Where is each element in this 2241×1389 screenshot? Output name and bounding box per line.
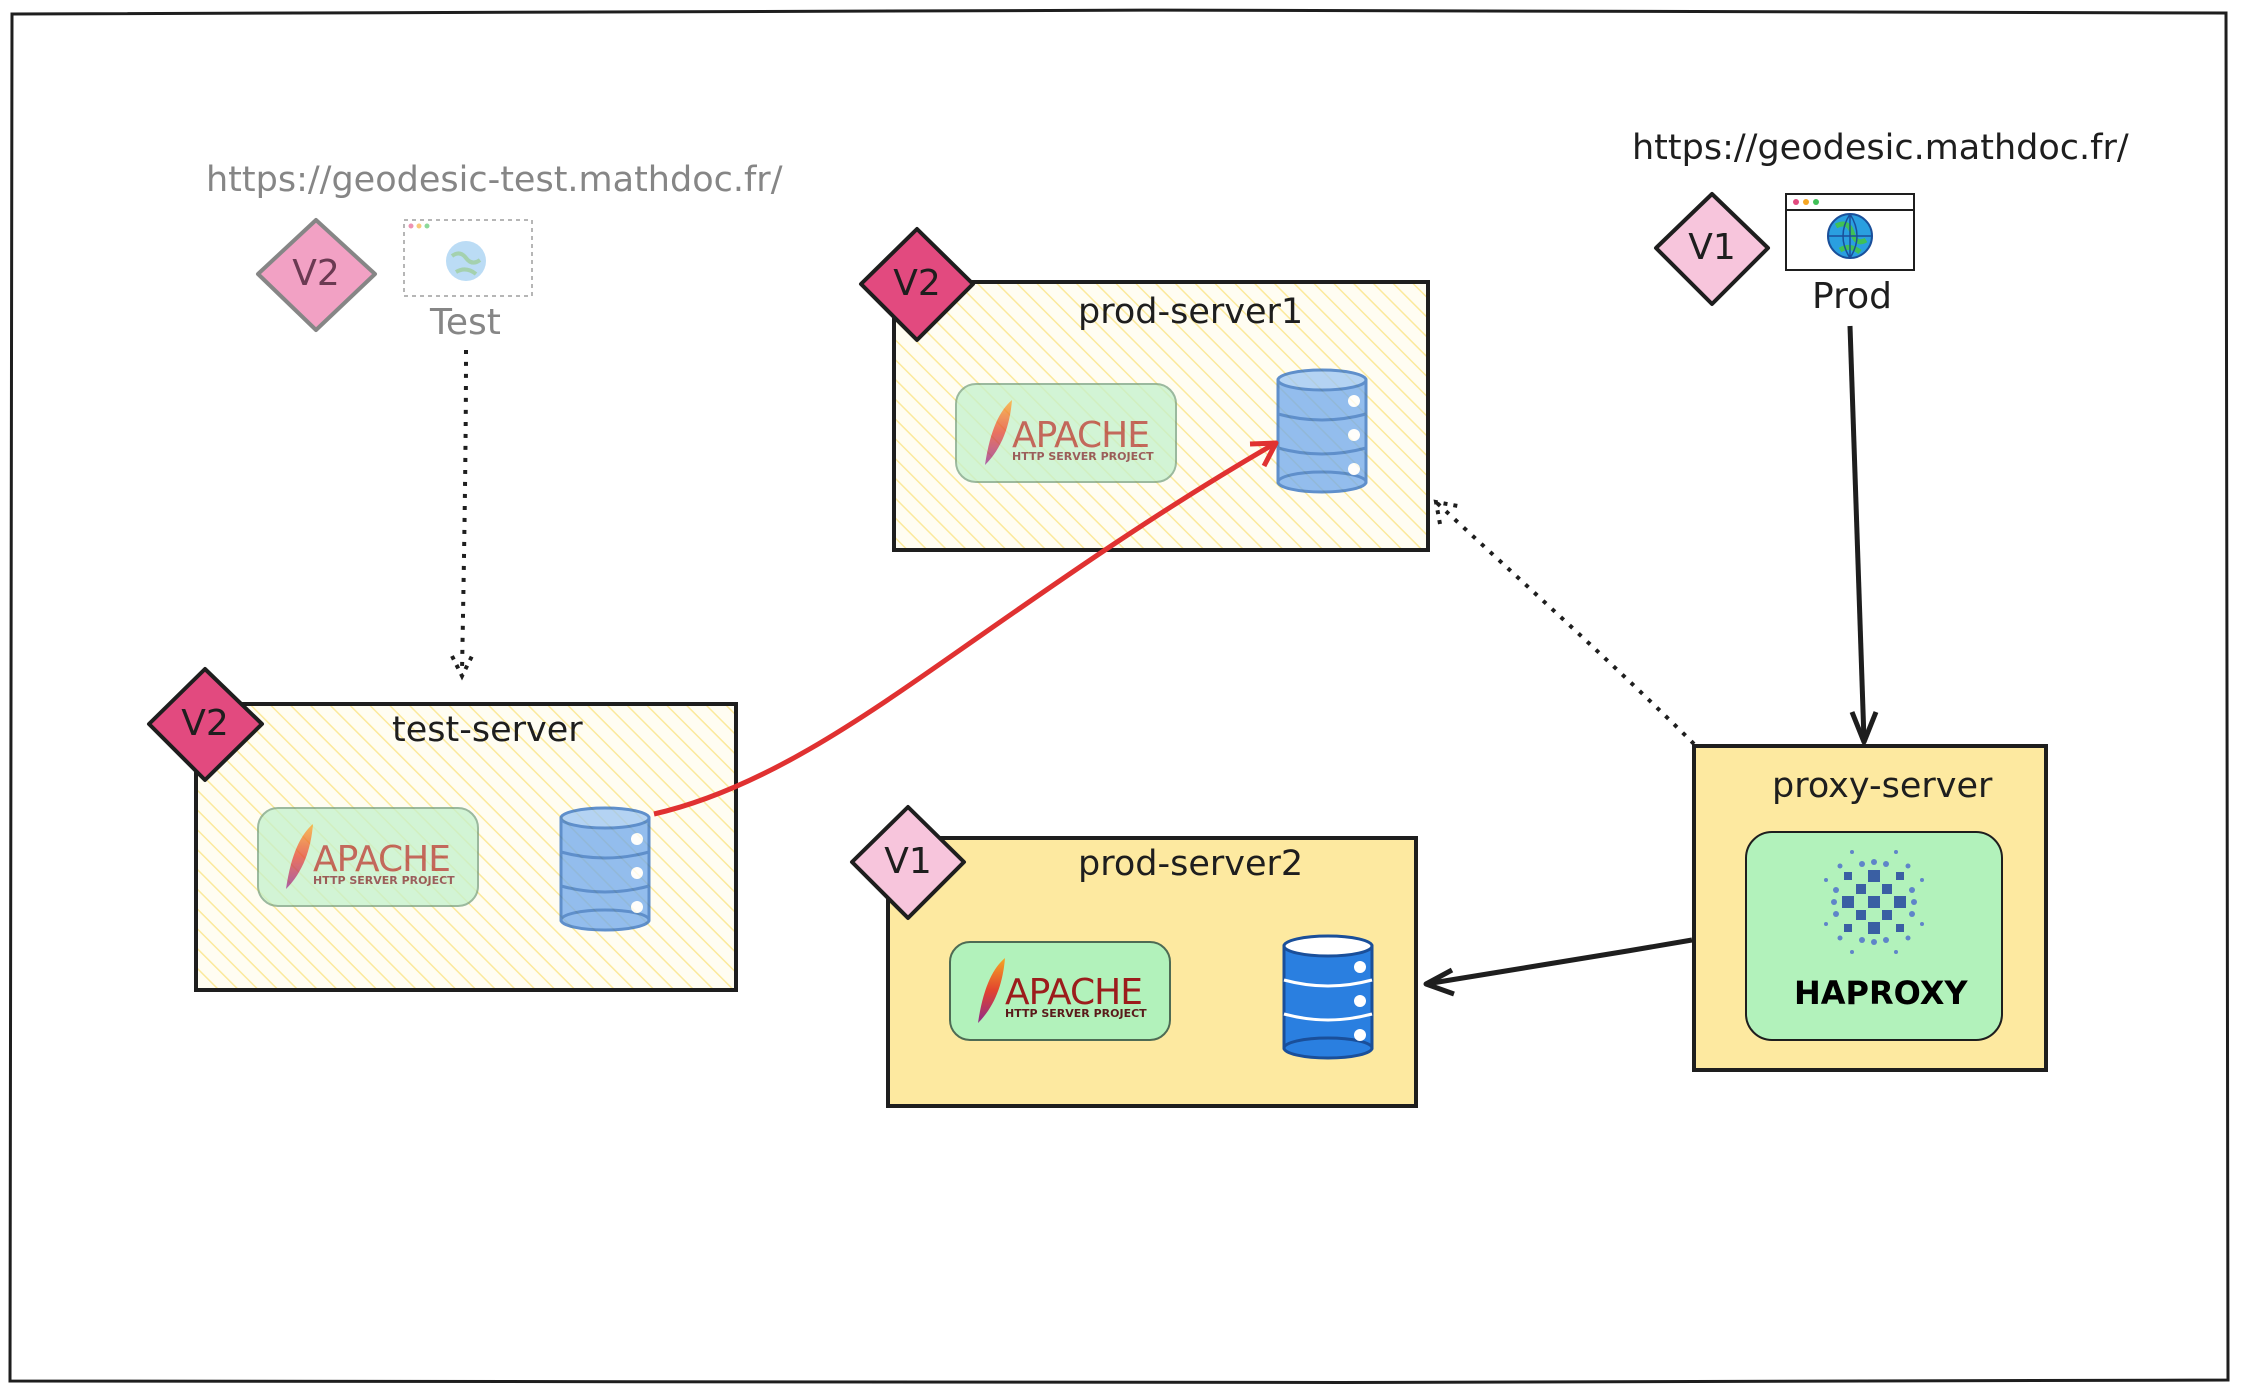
- proxy-server-title: proxy-server: [1772, 766, 1993, 806]
- arrow-prod-url-to-proxy: [1847, 325, 1879, 745]
- apache-logo-word: APACHE: [1012, 415, 1149, 456]
- apache-logo-subtitle: HTTP SERVER PROJECT: [1012, 450, 1154, 463]
- prod-server2-title: prod-server2: [1078, 844, 1304, 884]
- outer-frame: [8, 8, 2230, 1385]
- version-badge-prod-url-label: V1: [1688, 227, 1736, 268]
- test-server-title: test-server: [392, 710, 583, 750]
- globe-icon: [1827, 213, 1873, 259]
- database-icon: [559, 806, 651, 932]
- database-icon: [1276, 368, 1368, 494]
- haproxy-logo-word: HAPROXY: [1794, 974, 1968, 1012]
- browser-window-icon: [403, 219, 533, 297]
- version-badge-prod-server2-label: V1: [884, 841, 932, 882]
- browser-window-icon: [1785, 193, 1915, 271]
- test-caption: Test: [430, 302, 501, 343]
- version-badge-prod-server2: [850, 805, 966, 920]
- database-icon: [1282, 934, 1374, 1060]
- version-badge-prod-server1-label: V2: [893, 263, 941, 304]
- prod-url[interactable]: https://geodesic.mathdoc.fr/: [1632, 128, 2129, 168]
- version-badge-test-url-label: V2: [292, 253, 340, 294]
- arrow-proxy-to-prod-server2: [1423, 937, 1693, 997]
- version-badge-prod-url: [1654, 192, 1770, 306]
- version-badge-test-server-label: V2: [181, 703, 229, 744]
- prod-server1-title: prod-server1: [1078, 292, 1304, 332]
- apache-logo-subtitle: HTTP SERVER PROJECT: [313, 874, 455, 887]
- arrow-test-url-to-test-server: [450, 349, 474, 681]
- version-badge-test-url: [256, 218, 377, 332]
- prod-caption: Prod: [1812, 276, 1892, 317]
- apache-logo-subtitle: HTTP SERVER PROJECT: [1005, 1007, 1147, 1020]
- apache-logo: APACHE HTTP SERVER PROJECT: [955, 383, 1177, 483]
- version-badge-prod-server1: [859, 227, 975, 342]
- arrow-proxy-to-prod-server1: [1433, 499, 1696, 746]
- test-url[interactable]: https://geodesic-test.mathdoc.fr/: [206, 160, 783, 200]
- haproxy-logo: HAPROXY: [1745, 831, 2003, 1041]
- arrow-test-db-to-prod-db: [653, 440, 1279, 817]
- apache-logo: APACHE HTTP SERVER PROJECT: [257, 807, 479, 907]
- apache-logo-word: APACHE: [1005, 972, 1142, 1013]
- version-badge-test-server: [147, 667, 264, 782]
- apache-logo-word: APACHE: [313, 839, 450, 880]
- apache-logo: APACHE HTTP SERVER PROJECT: [949, 941, 1171, 1041]
